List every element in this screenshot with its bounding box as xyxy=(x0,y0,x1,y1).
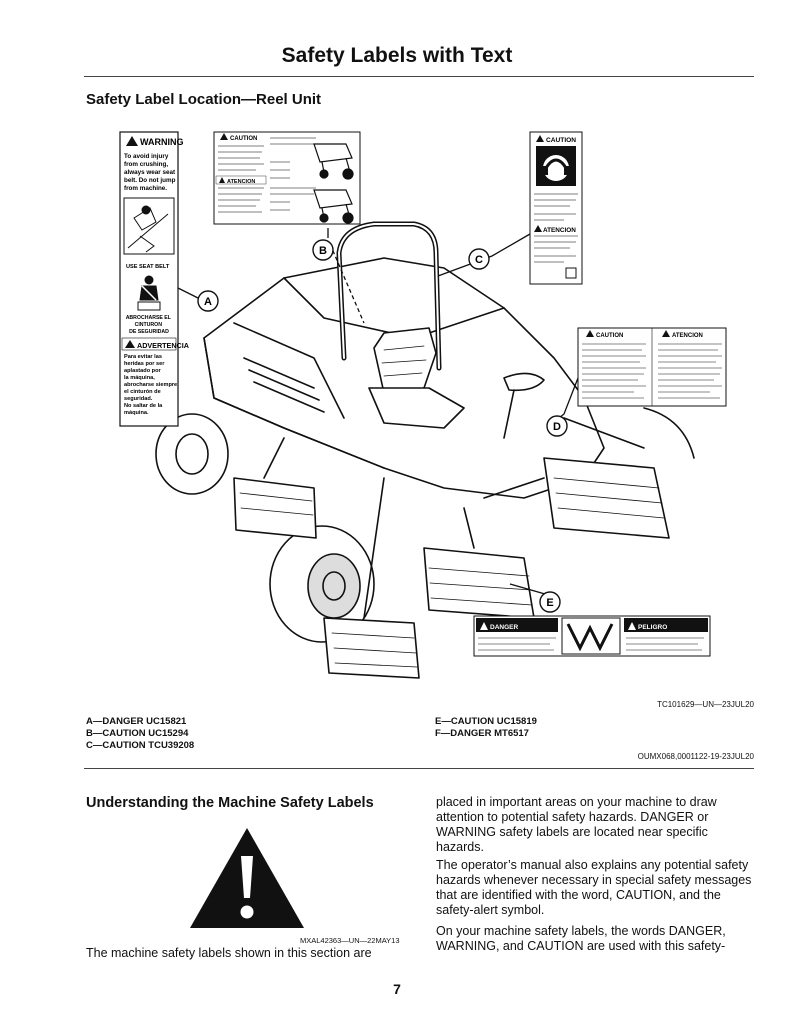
crush-hazard-icon xyxy=(123,197,175,255)
intro-paragraph: The machine safety labels shown in this … xyxy=(86,946,372,960)
figure-code-text: TC101629—UN—23JUL20 xyxy=(657,700,754,709)
callout-e: E xyxy=(539,591,561,613)
svg-text:E: E xyxy=(546,597,553,609)
seat-belt-icon xyxy=(137,275,161,311)
label-a-spanish-seat-belt: ABROCHARSE EL CINTURON DE SEGURIDAD xyxy=(126,315,173,335)
reel-hazard-icon xyxy=(561,617,621,655)
safety-alert-icon xyxy=(190,828,304,928)
callout-a: A xyxy=(197,290,219,312)
svg-text:C: C xyxy=(475,254,483,266)
leader-c xyxy=(437,233,531,277)
leader-a xyxy=(177,287,199,299)
safety-alert-image-code: MXAL42363—UN—22MAY13 xyxy=(300,936,400,945)
title-divider xyxy=(84,76,754,77)
label-d-caution-word: CAUTION xyxy=(596,333,623,339)
label-e-peligro-word: PELIGRO xyxy=(638,624,667,631)
label-d-atencion-word: ATENCION xyxy=(672,333,703,339)
reel-unit-figure: WARNING To avoid injury from crushing, a… xyxy=(119,131,727,679)
callout-d: D xyxy=(546,415,568,437)
label-d: CAUTION ATENCION xyxy=(577,327,727,407)
svg-text:B: B xyxy=(319,245,327,257)
legend-item-a: A—DANGER UC15821 xyxy=(86,716,187,727)
svg-text:A: A xyxy=(204,296,212,308)
label-e-danger-word: DANGER xyxy=(490,624,518,631)
paragraph-1: placed in important areas on your machin… xyxy=(436,795,717,854)
legend-item-e: E—CAUTION UC15819 xyxy=(435,716,537,727)
paragraph-3: On your machine safety labels, the words… xyxy=(436,924,726,953)
legend-item-c: C—CAUTION TCU39208 xyxy=(86,740,195,751)
label-e: DANGER PELIGRO xyxy=(473,615,711,657)
callout-c: C xyxy=(468,248,490,270)
svg-text:D: D xyxy=(553,421,561,433)
label-c-caution-word: CAUTION xyxy=(546,137,576,144)
subsection-heading: Understanding the Machine Safety Labels xyxy=(86,795,374,811)
label-a-seat-belt-text: USE SEAT BELT xyxy=(126,264,170,270)
hearing-protection-icon xyxy=(536,146,576,186)
label-b-atencion-word: ATENCION xyxy=(227,179,255,185)
label-a: WARNING To avoid injury from crushing, a… xyxy=(119,131,189,427)
page-number: 7 xyxy=(393,981,401,997)
paragraph-2: The operator’s manual also explains any … xyxy=(436,858,752,917)
label-a-warning-text: To avoid injury from crushing, always we… xyxy=(124,153,177,192)
section-heading: Safety Label Location—Reel Unit xyxy=(86,91,322,108)
label-b-caution-word: CAUTION xyxy=(230,136,257,142)
label-c: CAUTION ATENCION xyxy=(529,131,583,285)
label-a-warning-word: WARNING xyxy=(140,137,184,147)
label-a-spanish-text: Para evitar las heridas por ser aplastad… xyxy=(124,354,179,416)
label-a-advertencia-word: ADVERTENCIA xyxy=(137,341,189,350)
page-title: Safety Labels with Text xyxy=(281,44,513,67)
legend-left: A—DANGER UC15821 B—CAUTION UC15294 C—CAU… xyxy=(86,716,194,752)
callout-b: B xyxy=(312,239,334,261)
legend-item-f: F—DANGER MT6517 xyxy=(435,728,529,739)
legend-right: E—CAUTION UC15819 F—DANGER MT6517 xyxy=(435,716,537,740)
label-b: CAUTION ATENCION xyxy=(213,131,361,225)
document-code: OUMX068,0001122-19-23JUL20 xyxy=(637,752,754,761)
section-divider xyxy=(84,768,754,769)
leader-b xyxy=(329,243,365,324)
legend-item-b: B—CAUTION UC15294 xyxy=(86,728,189,739)
label-c-atencion-word: ATENCION xyxy=(543,227,576,234)
